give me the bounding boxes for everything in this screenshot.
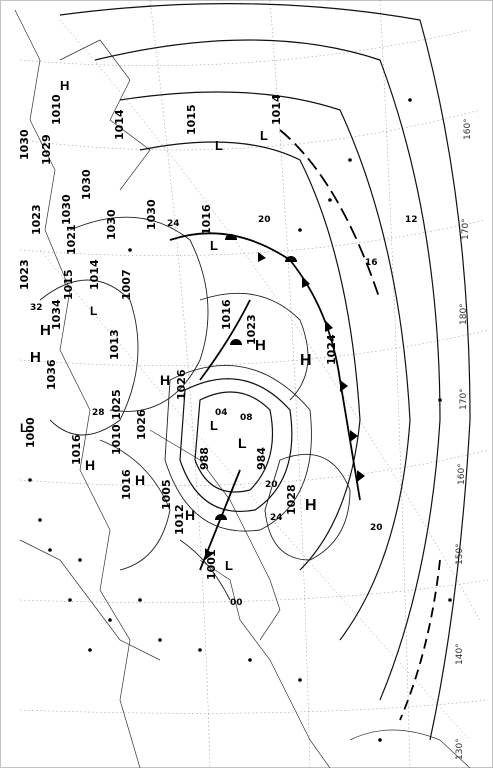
longitude-label: 160° — [457, 463, 467, 485]
coastlines — [14, 9, 471, 768]
contour-label: 20 — [258, 215, 271, 225]
isobar-label: 1026 — [135, 409, 148, 440]
contour-label: 12 — [405, 215, 418, 225]
isobar-label: 1034 — [50, 299, 63, 330]
high-center: H — [305, 497, 317, 514]
station-dots — [28, 98, 452, 742]
isobar-label: 1030 — [145, 199, 158, 230]
isobar-label: 1005 — [160, 479, 173, 510]
low-center: L — [210, 238, 218, 253]
isobar-label: 988 — [198, 447, 211, 470]
isobar-label: 1026 — [175, 369, 188, 400]
isobar-label: 1014 — [88, 259, 101, 290]
high-center: H — [60, 78, 69, 93]
isobar-label: 1010 — [50, 94, 63, 125]
isobar-labels: 1000 1016 1016 1010 1025 1026 1005 1012 … — [18, 94, 338, 580]
high-center: H — [255, 337, 266, 354]
isobar-label: 1030 — [60, 194, 73, 225]
high-center: H — [40, 322, 51, 339]
isobar-label: 1016 — [70, 434, 83, 465]
isobar-label: 1001 — [205, 549, 218, 580]
isobar-label: 1007 — [120, 269, 133, 300]
isobar-label: 1023 — [18, 259, 31, 290]
isobar-label: 1025 — [110, 389, 123, 420]
longitude-label: 170° — [459, 388, 469, 410]
high-center: H — [300, 352, 312, 369]
contour-label: 04 — [215, 408, 228, 418]
isobar-label: 1024 — [325, 334, 338, 365]
longitude-label: 140° — [455, 643, 465, 665]
isobar-label: 1030 — [105, 209, 118, 240]
isobar-label: 1015 — [62, 269, 75, 300]
contour-numbers: 12 16 20 20 20 24 24 28 32 04 08 00 — [30, 215, 418, 608]
isobar-label: 1014 — [113, 109, 126, 140]
longitude-label: 170° — [461, 218, 471, 240]
high-center: H — [185, 507, 195, 523]
isobar-label: 1016 — [220, 299, 233, 330]
longitude-labels: 160° 170° 180° 170° 160° 150° 140° 130° — [455, 118, 473, 760]
low-center: L — [90, 304, 97, 318]
isobar-label: 1023 — [245, 314, 258, 345]
longitude-label: 130° — [455, 738, 465, 760]
contour-label: 32 — [30, 303, 43, 313]
contour-label: 24 — [270, 513, 283, 523]
low-center: L — [225, 558, 233, 573]
isobars — [39, 3, 471, 741]
contour-label: 20 — [265, 480, 278, 490]
isobar-label: 1014 — [270, 94, 283, 125]
isobar-label: 1036 — [45, 359, 58, 390]
high-center: H — [85, 457, 95, 473]
isobar-label: 1015 — [185, 104, 198, 135]
isobar-label: 1016 — [120, 469, 133, 500]
high-center: H — [30, 349, 41, 366]
isobar-label: 1016 — [200, 204, 213, 235]
low-center: L — [260, 128, 268, 143]
longitude-label: 160° — [463, 118, 473, 140]
high-center: H — [160, 372, 170, 388]
longitude-label: 180° — [459, 303, 469, 325]
high-center: H — [135, 472, 145, 488]
isobar-label: 1030 — [80, 169, 93, 200]
front-symbols — [205, 234, 365, 560]
isobar-label: 1000 — [24, 417, 37, 448]
isobar-label: 984 — [255, 447, 268, 470]
low-center: L — [210, 418, 218, 433]
contour-label: 16 — [365, 258, 378, 268]
low-center: L — [215, 138, 223, 153]
contour-label: 08 — [240, 413, 253, 423]
isobar-label: 1021 — [65, 224, 78, 255]
isobar-label: 1013 — [108, 329, 121, 360]
isobar-label: 1010 — [110, 424, 123, 455]
low-center: L — [238, 435, 247, 451]
isobar-label: 1030 — [18, 129, 31, 160]
contour-label: 00 — [230, 598, 243, 608]
isobar-label: 1029 — [40, 134, 53, 165]
isobar-label: 1023 — [30, 204, 43, 235]
contour-label: 24 — [167, 219, 180, 229]
isobar-label: 1028 — [285, 484, 298, 515]
contour-label: 28 — [92, 408, 105, 418]
pressure-centers: H H H H H H H H H H L L L L L L L L — [20, 78, 317, 573]
longitude-label: 150° — [455, 543, 465, 565]
isobar-label: 1012 — [173, 504, 186, 535]
contour-label: 20 — [370, 523, 383, 533]
low-center: L — [20, 421, 27, 435]
